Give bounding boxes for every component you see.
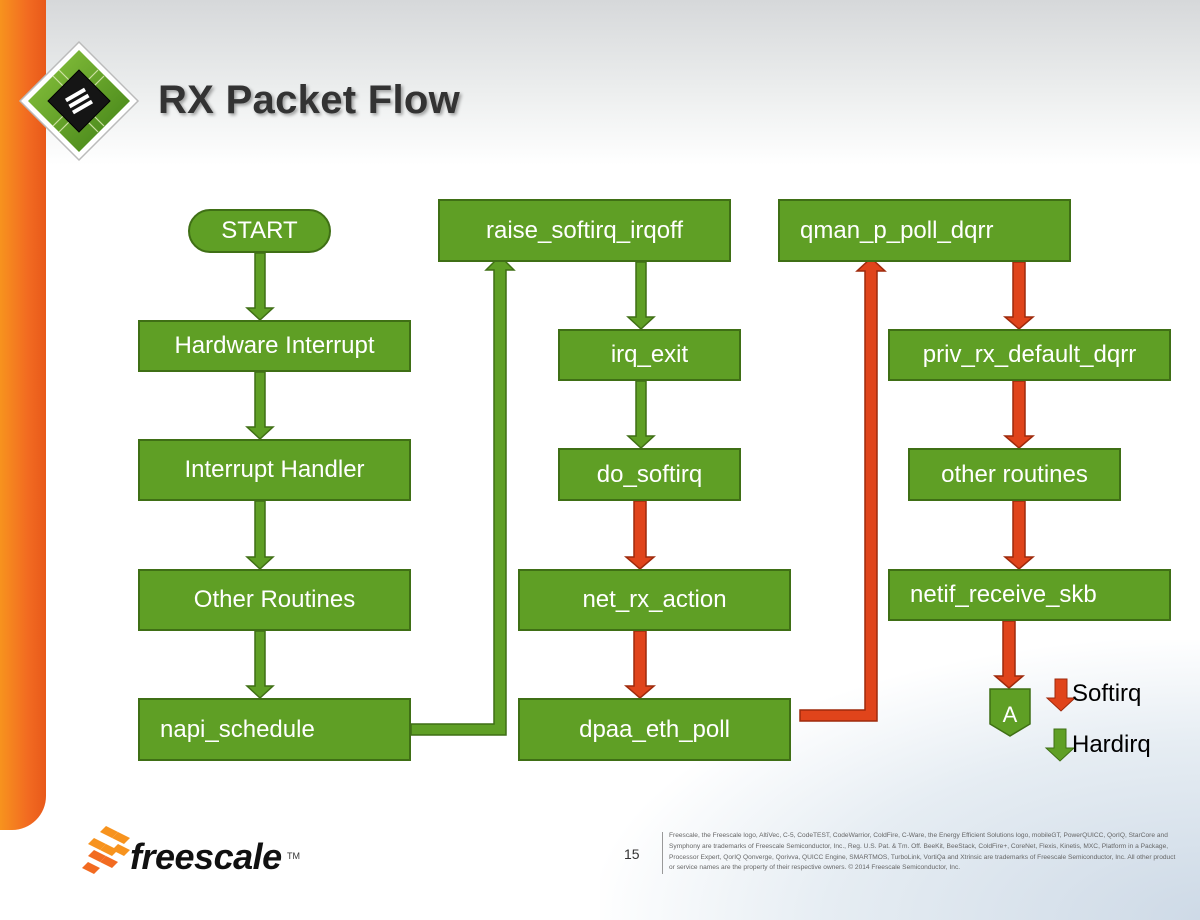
node-net-rx-action: net_rx_action [518,569,791,631]
node-do-softirq: do_softirq [558,448,741,501]
node-raise-softirq-irqoff: raise_softirq_irqoff [438,199,731,262]
arrow-interrupt-handler-to-other-routines [245,500,275,571]
slide-title: RX Packet Flow [158,78,461,122]
node-hardware-interrupt: Hardware Interrupt [138,320,411,372]
brand-side-bar [0,0,46,830]
flow-arrows: A [245,252,1077,762]
arrow-qman-to-priv-rx [1002,261,1036,330]
arrow-netif-to-connector-a [992,620,1026,689]
node-netif-receive-skb: netif_receive_skb [888,569,1171,621]
arrow-do-softirq-to-net-rx-action [623,500,657,570]
legend-softirq-label: Softirq [1072,680,1142,707]
arrow-start-to-hardware-interrupt [245,252,275,322]
arrow-net-rx-action-to-dpaa-eth-poll [623,630,657,699]
node-qman-p-poll-dqrr: qman_p_poll_dqrr [778,199,1071,262]
legend-softirq-arrow-icon [1045,678,1077,712]
legend-hardirq-arrow-icon [1044,728,1076,762]
freescale-trademark: TM [287,851,300,861]
legal-notice: Freescale, the Freescale logo, AltiVec, … [669,832,1176,872]
footer-divider [662,832,663,874]
legend-hardirq-label: Hardirq [1072,731,1151,758]
node-interrupt-handler: Interrupt Handler [138,439,411,501]
page-number: 15 [624,846,640,862]
node-other-routines: Other Routines [138,569,411,631]
softirq-arrows [623,256,1036,722]
node-irq-exit: irq_exit [558,329,741,381]
background-swoosh [600,640,1200,920]
node-start: START [188,209,331,253]
connector-a-shape [989,688,1031,737]
arrow-priv-rx-to-other-routines [1002,380,1036,449]
arrow-hardware-interrupt-to-interrupt-handler [245,371,275,441]
hardirq-arrows [245,252,656,736]
title-band [0,0,1200,165]
node-other-routines-right: other routines [908,448,1121,501]
freescale-wordmark: freescale [130,836,282,877]
freescale-logo-icon [82,826,130,874]
node-dpaa-eth-poll: dpaa_eth_poll [518,698,791,761]
arrow-dpaa-eth-poll-to-qman [799,256,887,722]
arrow-raise-softirq-to-irq-exit [626,261,656,331]
chip-logo-icon [18,40,140,162]
node-napi-schedule: napi_schedule [138,698,411,761]
arrow-irq-exit-to-do-softirq [626,380,656,450]
node-priv-rx-default-dqrr: priv_rx_default_dqrr [888,329,1171,381]
connector-a-label: A [1003,702,1018,727]
arrow-other-routines-to-netif [1002,500,1036,570]
arrow-other-routines-to-napi-schedule [245,630,275,700]
arrow-napi-schedule-to-raise-softirq [410,254,516,736]
